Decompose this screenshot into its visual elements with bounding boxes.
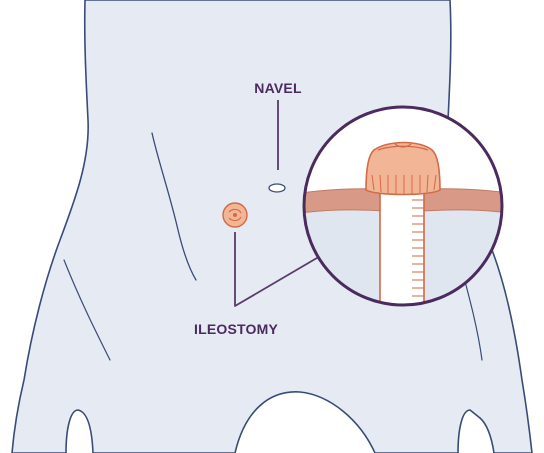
navel-mark — [269, 184, 285, 192]
stoma-cap — [366, 143, 440, 195]
ileostomy-label: ILEOSTOMY — [194, 321, 278, 337]
navel-label: NAVEL — [254, 80, 302, 96]
stoma-icon — [223, 203, 247, 227]
